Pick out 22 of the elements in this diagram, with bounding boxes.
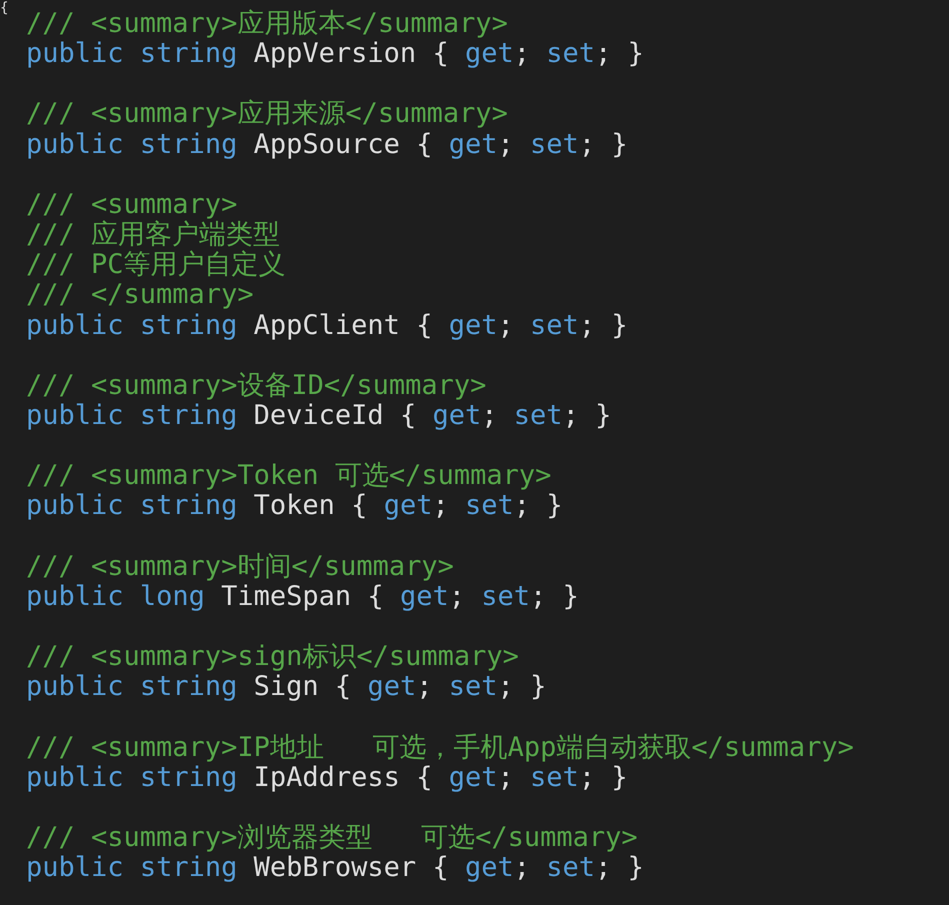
doc-comment: /// 应用客户端类型 [26,220,280,250]
doc-comment: /// <summary>应用版本</summary> [26,9,508,39]
property-declaration: public string WebBrowser { get; set; } [26,853,644,884]
property-declaration: public string AppClient { get; set; } [26,310,628,340]
doc-comment: /// <summary>sign标识</summary> [26,642,519,672]
doc-comment: /// <summary>IP地址 可选，手机App端自动获取</summary> [26,732,854,763]
property-declaration: public string AppSource { get; set; } [26,130,628,160]
doc-comment: /// <summary>Token 可选</summary> [26,461,552,492]
doc-comment: /// <summary> [26,190,238,220]
property-declaration: public long TimeSpan { get; set; } [26,582,579,612]
property-declaration: public string DeviceId { get; set; } [26,400,612,431]
doc-comment: /// </summary> [26,280,254,310]
property-declaration: public string IpAddress { get; set; } [26,762,628,793]
property-declaration: public string AppVersion { get; set; } [26,39,644,70]
doc-comment: /// <summary>应用来源</summary> [26,99,508,130]
property-declaration: public string Sign { get; set; } [26,672,546,702]
code-brace: { [0,0,8,16]
property-declaration: public string Token { get; set; } [26,491,563,522]
doc-comment: /// <summary>设备ID</summary> [26,370,486,401]
doc-comment: /// <summary>浏览器类型 可选</summary> [26,823,638,854]
doc-comment: /// <summary>时间</summary> [26,552,454,582]
doc-comment: /// PC等用户自定义 [26,250,286,280]
